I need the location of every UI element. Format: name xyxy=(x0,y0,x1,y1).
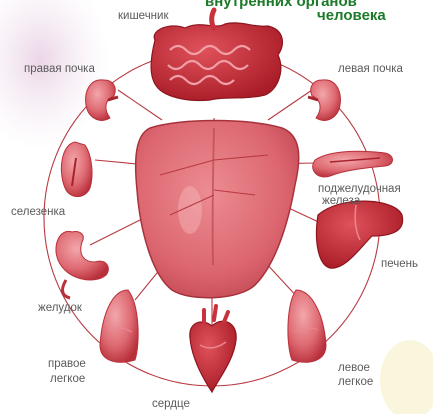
pancreas-icon xyxy=(313,151,393,177)
label-right-lung-line-1: правое xyxy=(48,358,86,371)
label-heart: сердце xyxy=(152,398,190,411)
label-liver: печень xyxy=(381,258,418,271)
left-kidney-icon xyxy=(308,80,340,120)
label-intestine: кишечник xyxy=(118,10,169,23)
right-kidney-icon xyxy=(86,80,118,120)
label-pancreas-line-2: железа xyxy=(322,195,360,208)
label-right-kidney: правая почка xyxy=(24,63,95,76)
label-left-kidney: левая почка xyxy=(338,63,403,76)
label-left-lung-line-1: левое xyxy=(338,362,370,375)
intestine-icon xyxy=(151,10,282,101)
heart-icon xyxy=(190,306,236,392)
right-lung-icon xyxy=(100,290,138,362)
label-left-lung-line-2: легкое xyxy=(338,376,373,389)
label-right-lung-line-2: легкое xyxy=(50,373,85,386)
label-spleen: селезенка xyxy=(11,206,65,219)
diagram-title-line-2: человека xyxy=(317,8,386,23)
label-stomach: желудок xyxy=(38,302,82,315)
spleen-icon xyxy=(61,142,92,197)
left-lung-icon xyxy=(288,290,326,362)
tongue-illustration xyxy=(136,121,299,298)
stomach-icon xyxy=(56,231,108,298)
